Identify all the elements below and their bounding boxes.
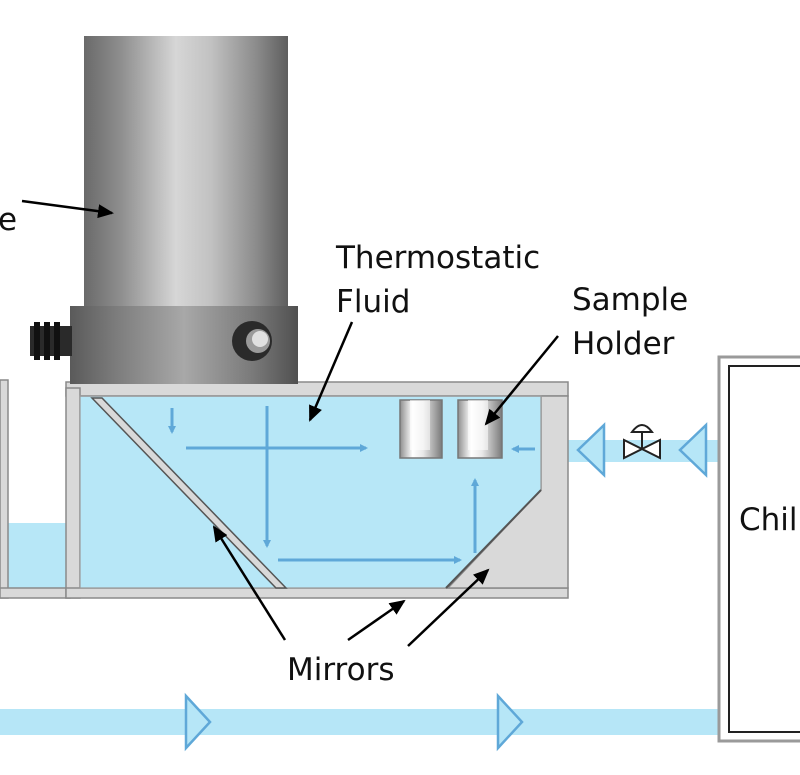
valve-icon — [623, 424, 661, 460]
mirror-left — [90, 397, 288, 589]
chiller-label-fragment: Chil — [739, 502, 798, 538]
chiller-unit — [717, 355, 800, 743]
annotation-arrows — [21, 199, 559, 647]
knob-icon — [30, 321, 272, 361]
thermostatic-fluid-label-line2: Fluid — [336, 284, 411, 320]
return-pipe — [0, 692, 722, 752]
sample-holder-label-line1: Sample — [572, 282, 689, 318]
flow-direction-arrow-icon — [576, 422, 606, 478]
left-reservoir — [0, 379, 71, 599]
thermostatic-fluid-label-line1: Thermostatic — [336, 240, 541, 276]
flow-direction-arrow-icon — [184, 692, 212, 752]
mirrors-label: Mirrors — [287, 652, 395, 688]
sample-holder-label-line2: Holder — [572, 326, 675, 362]
flow-direction-arrow-icon — [678, 422, 708, 478]
light-path-arrows — [168, 406, 535, 564]
detector-cylinder — [30, 36, 298, 384]
tube-label-fragment: e — [0, 202, 18, 238]
flow-direction-arrow-icon — [496, 692, 524, 752]
